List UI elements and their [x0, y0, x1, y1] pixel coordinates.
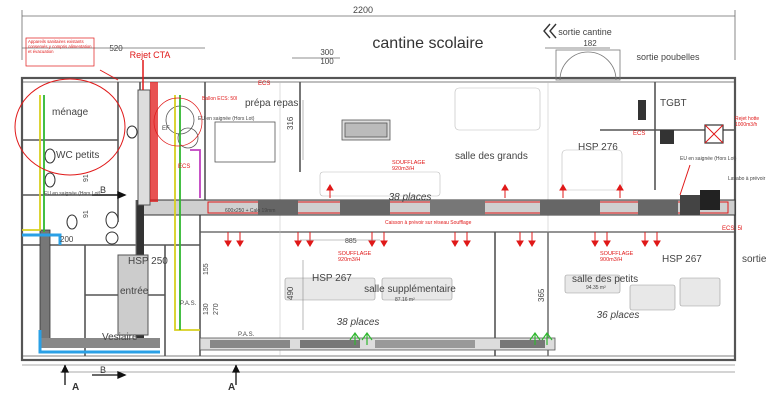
- dim-91b: 91: [83, 210, 90, 218]
- tables-grands: [319, 87, 623, 197]
- vertical-dims: [300, 100, 549, 330]
- section-label-b-top: B: [100, 185, 106, 195]
- arrow-group-2: [368, 232, 471, 247]
- label-soufflage-3: SOUFFLAGE: [600, 251, 634, 257]
- section-cut-icons: [60, 191, 241, 385]
- room-entree: entrée: [120, 286, 149, 297]
- room-salle-des-grands: salle des grands: [455, 151, 528, 162]
- label-eu-saignee-2: EU en saignée (Hors Lot): [44, 191, 101, 197]
- hood-exhaust: [638, 100, 724, 215]
- room-hsp-276: HSP 276: [578, 142, 618, 153]
- label-soufflage-2-flow: 920m3/H: [338, 257, 360, 263]
- dim-365: 365: [537, 288, 546, 302]
- dim-91a: 91: [83, 174, 90, 182]
- dim-270: 270: [213, 303, 220, 315]
- room-salle-supplementaire: salle supplémentaire: [364, 284, 456, 295]
- door-dimension: 182: [583, 39, 597, 48]
- left-vertical-duct: [39, 60, 160, 348]
- dim-316: 316: [286, 116, 295, 130]
- kitchen-equipment: [165, 105, 391, 163]
- entrance-gate: [555, 49, 621, 81]
- room-salle-supplementaire-area: 87.16 m²: [395, 297, 415, 303]
- sortie-poubelles-label: sortie poubelles: [636, 52, 700, 62]
- label-soufflage-1-flow: 920m3/H: [392, 166, 414, 172]
- label-soufflage-3-flow: 900m3/H: [600, 257, 622, 263]
- tables-lower: [284, 274, 721, 311]
- dim-490: 490: [286, 286, 295, 300]
- label-soufflage-1: SOUFFLAGE: [392, 160, 426, 166]
- room-prepa-repas: prépa repas: [245, 98, 298, 109]
- places-petits: 36 places: [597, 310, 640, 321]
- label-pas-2: P.A.S.: [180, 301, 197, 307]
- room-hsp-250: HSP 250: [128, 256, 168, 267]
- room-hsp-267-left: HSP 267: [312, 273, 352, 284]
- grid-lines: [279, 82, 549, 356]
- label-ecs-5l: ECS: 5l: [722, 226, 742, 232]
- label-caisson: Caisson à prévoir sur réseau Soufflage: [385, 220, 472, 226]
- sortie-cantine-label: sortie cantine: [558, 27, 612, 37]
- arrow-group-up: [326, 184, 624, 198]
- overall-dimension: 2200: [353, 5, 373, 15]
- mid-dimension-bottom: 100: [320, 57, 334, 66]
- label-pas-1: P.A.S.: [238, 332, 255, 338]
- room-salle-des-petits: salle des petits: [572, 274, 638, 285]
- room-menage: ménage: [52, 107, 89, 118]
- label-soufflage-2: SOUFFLAGE: [338, 251, 372, 257]
- top-dimension: [21, 10, 736, 60]
- room-wc-petits: WC petits: [56, 150, 99, 161]
- plan-title: cantine scolaire: [372, 35, 483, 52]
- water-pipes: [22, 95, 201, 354]
- label-appareils: Appareils sanitaires existants conservés…: [28, 39, 92, 54]
- room-vestiaire: Vesiaire: [102, 332, 138, 343]
- label-appareils-box: Appareils sanitaires existants conservés…: [28, 39, 92, 54]
- dim-155: 155: [203, 263, 210, 275]
- exhaust-grilles: [349, 331, 553, 345]
- label-lavabo: Lavabo à prévoir: [728, 176, 766, 182]
- section-label-a-right: A: [228, 382, 235, 393]
- dim-200: 200: [60, 235, 74, 244]
- label-rejet-hotte-flow: 1000m3/h: [735, 122, 757, 128]
- supply-arrows: [224, 184, 661, 247]
- label-ecs-1: ECS: [633, 131, 645, 137]
- label-ecs-2: ECS: [178, 164, 190, 170]
- room-tgbt: TGBT: [660, 98, 687, 109]
- label-ecs-3: ECS: [258, 81, 270, 87]
- room-salle-des-petits-area: 94.35 m²: [586, 285, 606, 291]
- arrow-group-1: [224, 232, 314, 247]
- label-eu-saignee-3: EU en saignée (Hors Lot): [680, 156, 737, 162]
- room-sortie-right: sortie: [742, 254, 767, 265]
- label-gaine: 600x250 + Calo 19mm: [225, 208, 275, 214]
- label-ballon: Ballon ECS: 50l: [202, 96, 237, 102]
- exhaust-duct: [199, 337, 556, 351]
- outer-walls: [20, 76, 737, 373]
- label-ef: EF: [162, 126, 170, 132]
- left-dimension: 520: [109, 44, 123, 53]
- mid-dimension-top: 300: [320, 48, 334, 57]
- red-annotations: [14, 37, 691, 196]
- room-hsp-267-right: HSP 267: [662, 254, 702, 265]
- label-rejet-cta: Rejet CTA: [130, 50, 171, 60]
- section-label-b-bottom: B: [100, 365, 106, 375]
- wc-fixtures: [44, 125, 138, 245]
- places-grands: 38 places: [389, 192, 432, 203]
- section-marker-icon: [543, 23, 557, 39]
- label-eu-saignee-1: EU en saignée (Hors Lot): [198, 116, 255, 122]
- label-rejet-hotte: Rejet hotte: [735, 116, 759, 122]
- dim-130: 130: [203, 303, 210, 315]
- arrow-group-3: [516, 232, 661, 247]
- section-label-a-left: A: [72, 382, 79, 393]
- places-supplementaire: 38 places: [337, 317, 380, 328]
- dim-885: 885: [345, 238, 357, 245]
